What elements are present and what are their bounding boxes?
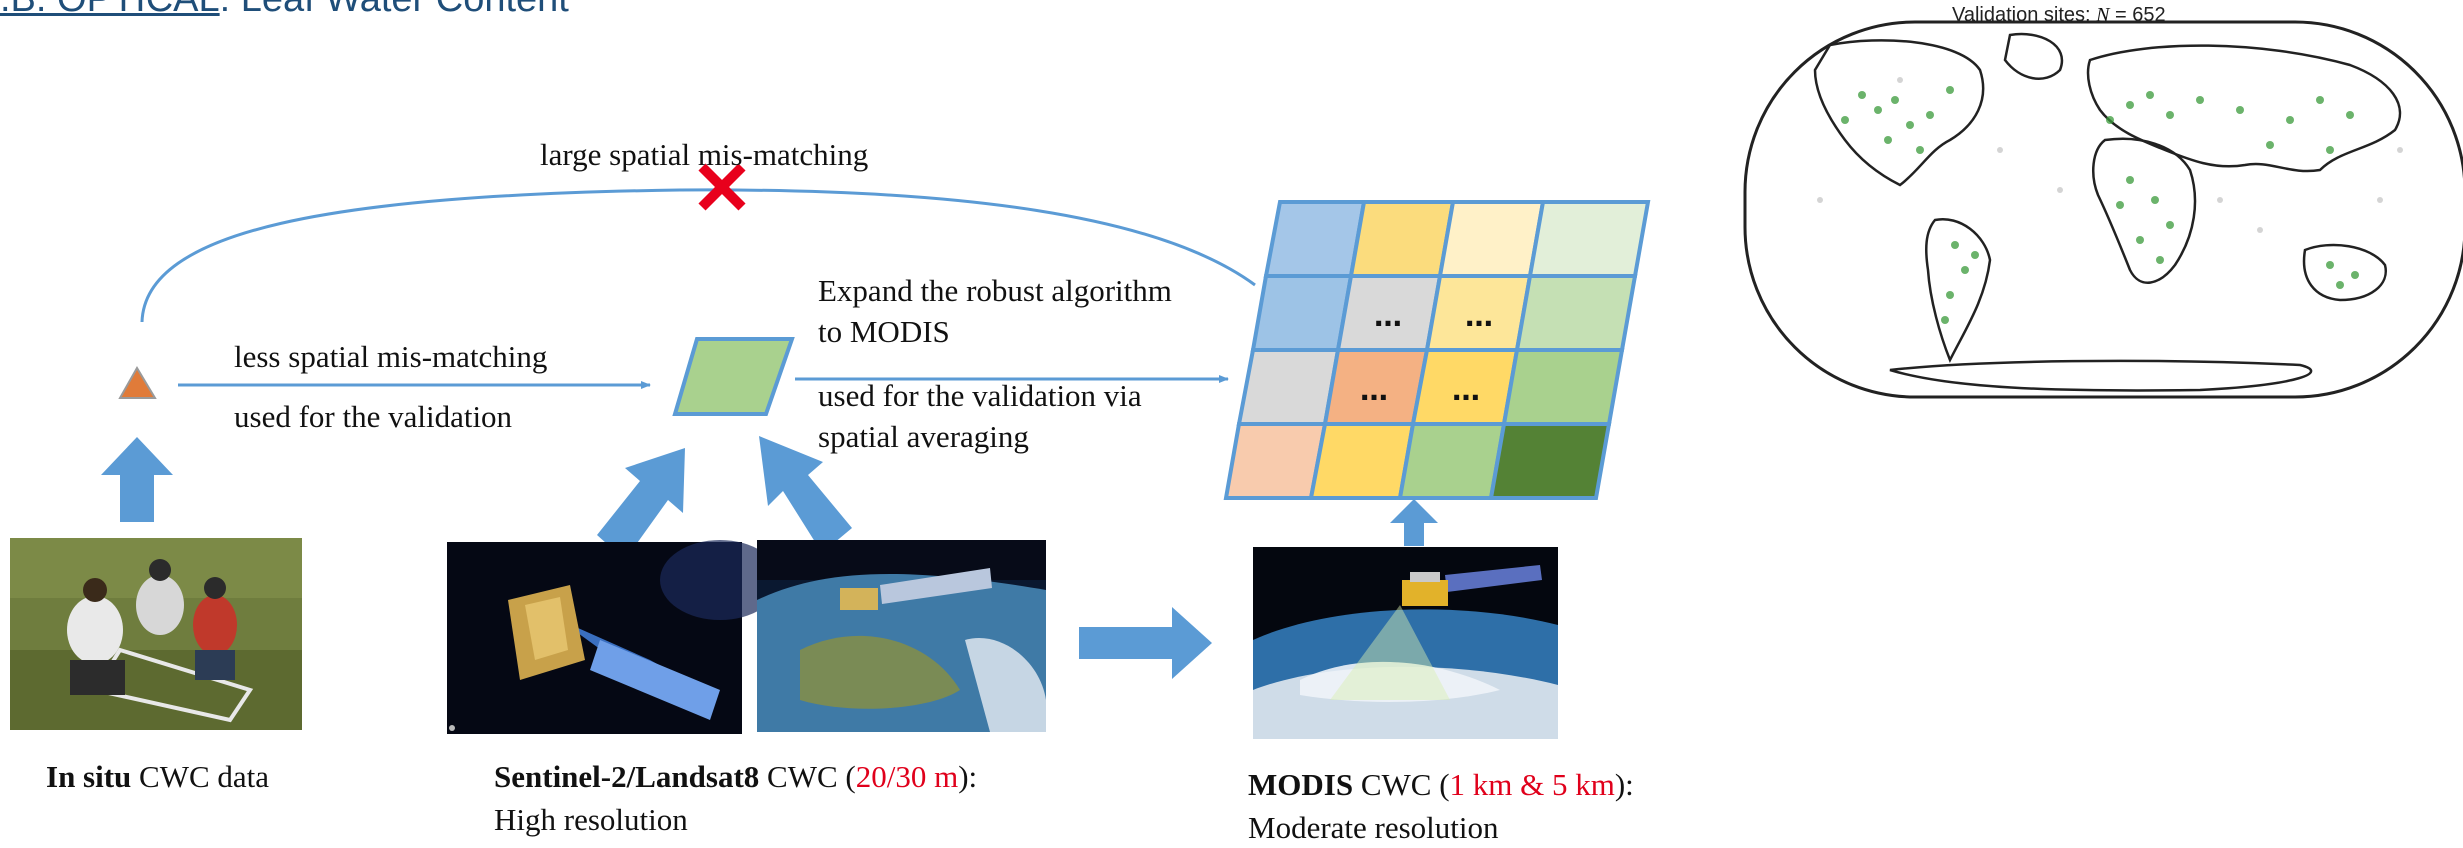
section-title: : Leaf Water Content bbox=[220, 0, 569, 20]
up-arrow-modis bbox=[1390, 499, 1438, 546]
section-number: .B. OPTICAL bbox=[0, 0, 220, 20]
sentinel2-photo bbox=[447, 540, 780, 734]
diag-arrow-right bbox=[759, 436, 852, 553]
grid-cell-dots: … bbox=[1374, 300, 1402, 333]
right-arrow-to-modis bbox=[1079, 607, 1212, 679]
expand-algorithm-label-line2: to MODIS bbox=[818, 314, 950, 349]
modis-grid bbox=[1223, 200, 1651, 500]
modis-photo bbox=[1253, 547, 1558, 739]
diag-arrow-left bbox=[597, 448, 685, 560]
grid-cell-dots: … bbox=[1360, 374, 1388, 407]
modis-caption: MODIS CWC (1 km & 5 km): bbox=[1248, 767, 1634, 802]
red-x-icon bbox=[698, 163, 746, 211]
grid-cell-dots: … bbox=[1452, 374, 1480, 407]
in-situ-triangle-icon bbox=[118, 366, 157, 399]
landsat8-photo bbox=[757, 540, 1046, 732]
world-map bbox=[1743, 20, 2463, 399]
less-mismatch-label: less spatial mis-matching bbox=[234, 339, 548, 374]
grid-cell-dots: … bbox=[1465, 300, 1493, 333]
validation-averaging-label-line2: spatial averaging bbox=[818, 419, 1029, 454]
sentinel-caption-line2: High resolution bbox=[494, 802, 688, 837]
validation-averaging-label-line1: used for the validation via bbox=[818, 378, 1142, 413]
large-mismatch-label: large spatial mis-matching bbox=[540, 137, 869, 172]
large-mismatch-arc bbox=[140, 188, 1256, 323]
sentinel-pixel bbox=[672, 337, 795, 416]
sentinel-caption: Sentinel-2/Landsat8 CWC (20/30 m): bbox=[494, 759, 978, 794]
map-title: Validation sites: N = 652 bbox=[1952, 4, 2166, 26]
up-arrow-insitu bbox=[101, 437, 173, 522]
used-validation-label: used for the validation bbox=[234, 399, 513, 434]
page-title: .B. OPTICAL: Leaf Water Content bbox=[0, 0, 569, 21]
insitu-caption: In situ CWC data bbox=[46, 759, 270, 794]
expand-algorithm-label-line1: Expand the robust algorithm bbox=[818, 273, 1172, 308]
modis-caption-line2: Moderate resolution bbox=[1248, 810, 1499, 845]
insitu-photo bbox=[10, 538, 302, 730]
